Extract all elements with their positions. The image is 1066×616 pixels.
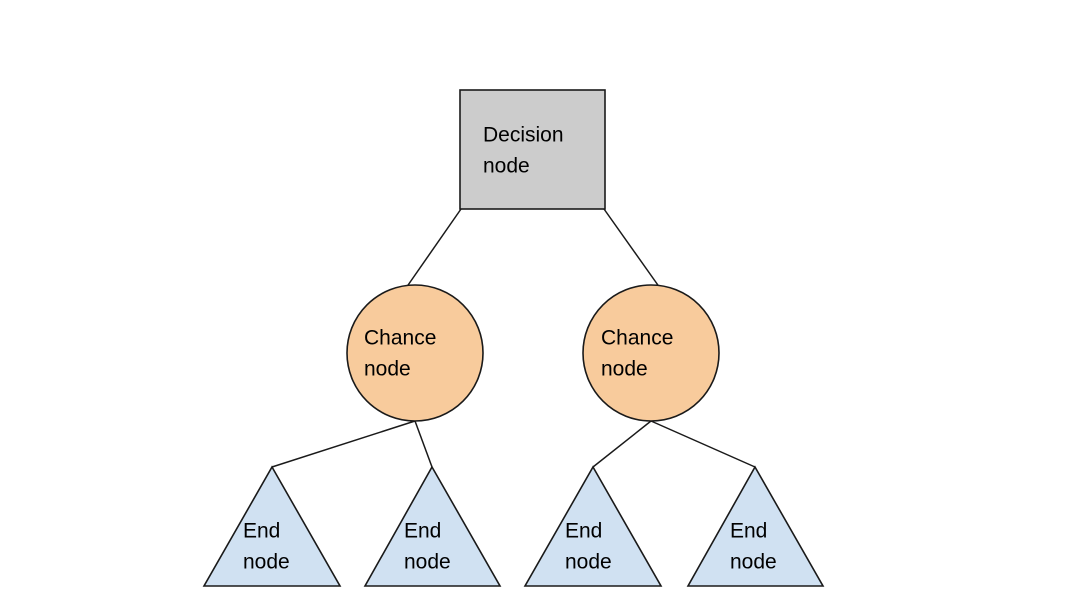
chance-node-right[interactable]: Chance node [582, 284, 720, 422]
edge-group [271, 208, 756, 468]
decision-node[interactable]: Decision node [459, 89, 606, 210]
edge-chance-right-to-end-node-4 [650, 420, 756, 468]
decision-node-label-line2: node [483, 155, 530, 178]
decision-node-label-line1: Decision [483, 124, 564, 147]
chance-node-left-label-line1: Chance [364, 327, 436, 350]
end-node-3-label-line1: End [565, 520, 602, 543]
end-node-2[interactable]: End node [363, 465, 502, 587]
end-node-4-shape[interactable] [686, 465, 825, 587]
end-node-1-label-line1: End [243, 520, 280, 543]
chance-node-right-label-line1: Chance [601, 327, 673, 350]
end-node-4-label-line2: node [730, 551, 777, 574]
end-node-4[interactable]: End node [686, 465, 825, 587]
end-node-3-shape[interactable] [523, 465, 663, 587]
chance-node-left-shape[interactable] [346, 284, 484, 422]
edge-chance-left-to-end-node-2 [414, 420, 433, 468]
chance-node-left-label-line2: node [364, 358, 411, 381]
chance-node-right-shape[interactable] [582, 284, 720, 422]
end-node-2-shape[interactable] [363, 465, 502, 587]
chance-node-left[interactable]: Chance node [346, 284, 484, 422]
end-node-1-shape[interactable] [202, 465, 342, 587]
chance-node-right-label-line2: node [601, 358, 648, 381]
decision-node-shape[interactable] [459, 89, 606, 210]
end-node-1[interactable]: End node [202, 465, 342, 587]
edge-decision-to-chance-left [405, 208, 462, 289]
end-node-4-label-line1: End [730, 520, 767, 543]
end-node-3-label-line2: node [565, 551, 612, 574]
edge-decision-to-chance-right [603, 208, 661, 289]
end-node-2-label-line2: node [404, 551, 451, 574]
end-node-3[interactable]: End node [523, 465, 663, 587]
end-node-2-label-line1: End [404, 520, 441, 543]
edge-chance-right-to-end-node-3 [592, 420, 652, 468]
end-node-1-label-line2: node [243, 551, 290, 574]
edge-chance-left-to-end-node-1 [271, 420, 416, 468]
